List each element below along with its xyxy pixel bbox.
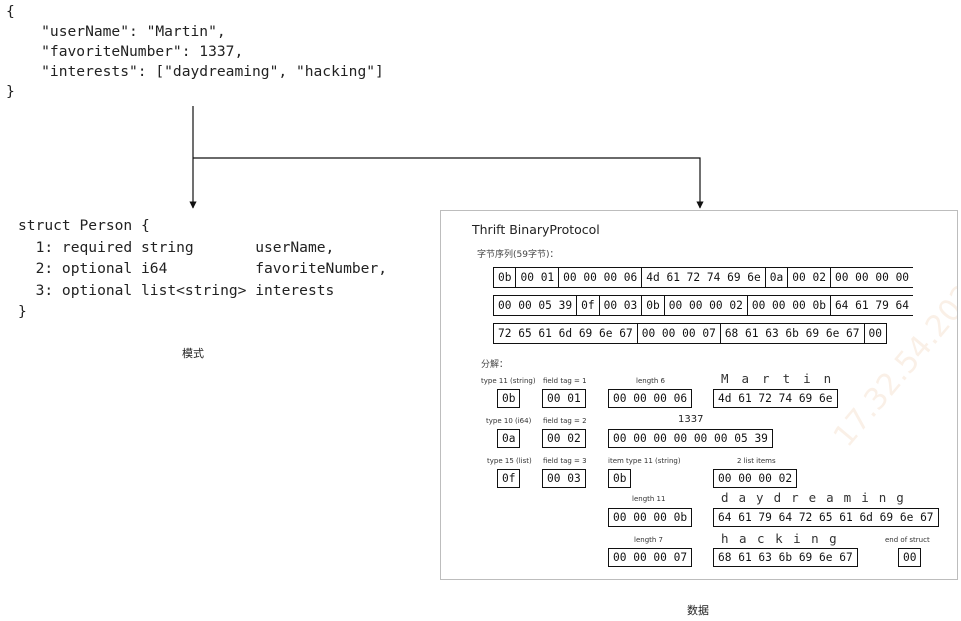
hacking-bytes-box: 68 61 63 6b 69 6e 67 <box>713 548 858 567</box>
breakdown-label: 分解： <box>481 360 509 370</box>
byte-row-3: 72 65 61 6d 69 6e 67 00 00 00 07 68 61 6… <box>493 323 888 344</box>
byte-cell: 0b <box>641 296 663 315</box>
data-caption: 数据 <box>687 604 709 617</box>
field-tag-3-box: 00 03 <box>542 469 586 488</box>
number-value-label: 1337 <box>678 414 704 425</box>
byte-cell: 64 61 79 64 <box>829 296 913 315</box>
arrow-to-data <box>193 157 704 209</box>
list-items-box: 00 00 00 02 <box>713 469 798 488</box>
number-bytes-box: 00 00 00 00 00 00 05 39 <box>608 429 773 448</box>
schema-definition: struct Person { 1: required string userN… <box>18 215 387 323</box>
byte-cell: 0f <box>576 296 598 315</box>
type-string-label: type 11 (string) <box>481 377 536 385</box>
length-7-box: 00 00 00 07 <box>608 548 693 567</box>
schema-line: 2: optional i64 favoriteNumber, <box>18 260 388 277</box>
json-line: "interests": ["daydreaming", "hacking"] <box>6 63 384 80</box>
end-of-struct-box: 00 <box>898 548 922 567</box>
martin-characters: Martin <box>721 371 845 386</box>
byte-cell: 00 00 00 02 <box>663 296 747 315</box>
hacking-characters: hacking <box>721 531 848 546</box>
byte-cell: 00 00 00 06 <box>558 268 641 287</box>
field-tag-1-label: field tag = 1 <box>543 377 587 385</box>
byte-cell: 0b <box>493 268 515 287</box>
schema-caption: 模式 <box>182 347 204 360</box>
type-string-box: 0b <box>497 389 521 408</box>
byte-cell: 00 <box>863 324 886 343</box>
type-list-label: type 15 (list) <box>487 457 532 465</box>
json-line: "favoriteNumber": 1337, <box>6 43 244 60</box>
watermark: 17.32.54.2022 <box>826 263 958 454</box>
length-6-label: length 6 <box>636 377 665 385</box>
daydreaming-characters: daydreaming <box>721 490 914 505</box>
schema-line: struct Person { <box>18 217 150 234</box>
schema-line: 3: optional list<string> interests <box>18 281 335 299</box>
field-tag-1-box: 00 01 <box>542 389 586 408</box>
byte-cell: 0a <box>764 268 787 287</box>
byte-row-2: 00 00 05 39 0f 00 03 0b 00 00 00 02 00 0… <box>493 295 914 316</box>
byte-cell: 00 00 05 39 <box>493 296 576 315</box>
byte-cell: 00 00 00 07 <box>636 324 720 343</box>
json-line: { <box>6 3 15 20</box>
field-tag-2-box: 00 02 <box>542 429 586 448</box>
length-11-label: length 11 <box>632 495 666 503</box>
martin-bytes-box: 4d 61 72 74 69 6e <box>713 389 838 408</box>
byte-cell: 4d 61 72 74 69 6e <box>641 268 765 287</box>
json-example: { "userName": "Martin", "favoriteNumber"… <box>6 2 384 102</box>
item-type-box: 0b <box>608 469 632 488</box>
byte-cell: 72 65 61 6d 69 6e 67 <box>493 324 637 343</box>
binary-protocol-panel: 17.32.54.2022 Thrift BinaryProtocol 字节序列… <box>440 210 958 580</box>
byte-cell: 00 02 <box>787 268 830 287</box>
item-type-label: item type 11 (string) <box>608 457 681 465</box>
schema-line: 1: required string userName, <box>18 238 335 256</box>
type-i64-box: 0a <box>497 429 521 448</box>
type-list-box: 0f <box>497 469 521 488</box>
daydreaming-bytes-box: 64 61 79 64 72 65 61 6d 69 6e 67 <box>713 508 939 527</box>
json-line: "userName": "Martin", <box>6 23 226 40</box>
byte-cell: 00 03 <box>598 296 642 315</box>
end-of-struct-label: end of struct <box>885 536 930 544</box>
byte-cell: 00 00 00 00 <box>829 268 913 287</box>
json-line: } <box>6 83 15 100</box>
length-6-box: 00 00 00 06 <box>608 389 693 408</box>
field-tag-2-label: field tag = 2 <box>543 417 587 425</box>
byte-cell: 00 01 <box>515 268 558 287</box>
type-i64-label: type 10 (i64) <box>486 417 532 425</box>
byte-row-1: 0b 00 01 00 00 00 06 4d 61 72 74 69 6e 0… <box>493 267 914 288</box>
panel-title: Thrift BinaryProtocol <box>472 222 600 237</box>
field-tag-3-label: field tag = 3 <box>543 457 587 465</box>
schema-line: } <box>18 303 27 320</box>
byte-sequence-label: 字节序列(59字节)： <box>477 250 559 260</box>
length-11-box: 00 00 00 0b <box>608 508 693 527</box>
list-items-label: 2 list items <box>737 457 776 465</box>
byte-cell: 68 61 63 6b 69 6e 67 <box>719 324 864 343</box>
length-7-label: length 7 <box>634 536 663 544</box>
byte-cell: 00 00 00 0b <box>746 296 830 315</box>
